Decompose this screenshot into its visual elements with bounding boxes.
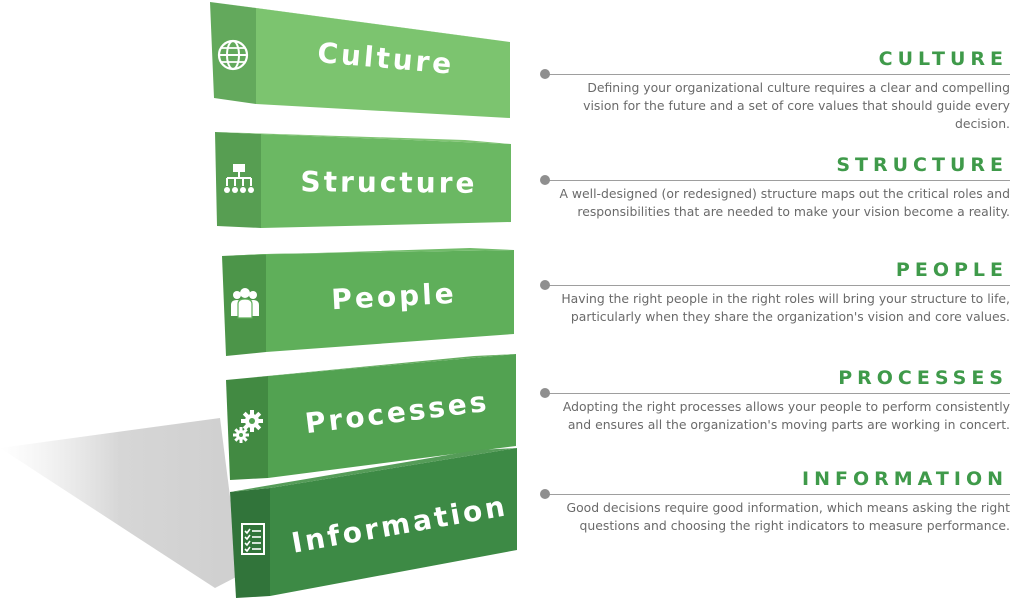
divider <box>548 285 1010 286</box>
divider <box>548 180 1010 181</box>
bullet-dot <box>540 489 550 499</box>
description-heading: STRUCTURE <box>836 154 1008 176</box>
description-heading: INFORMATION <box>802 468 1008 490</box>
description-text: Defining your organizational culture req… <box>583 80 1010 131</box>
description-heading: PROCESSES <box>838 367 1008 389</box>
block-label: People <box>330 276 458 316</box>
block-people: People <box>222 248 514 356</box>
description-culture: CULTURE Defining your organizational cul… <box>540 48 1010 131</box>
globe-icon <box>217 39 249 71</box>
block-structure: Structure <box>215 130 511 234</box>
description-people: PEOPLE Having the right people in the ri… <box>540 259 1010 339</box>
divider <box>548 74 1010 75</box>
divider <box>548 494 1010 495</box>
people-icon <box>231 288 259 319</box>
block-culture: Culture <box>210 2 510 118</box>
bullet-dot <box>540 388 550 398</box>
description-processes: PROCESSES Adopting the right processes a… <box>540 367 1010 447</box>
description-text: A well-designed (or redesigned) structur… <box>559 186 1010 219</box>
block-prism <box>230 448 517 598</box>
checklist-icon <box>241 523 265 555</box>
divider <box>548 393 1010 394</box>
bullet-dot <box>540 280 550 290</box>
block-processes: Processes <box>226 352 516 480</box>
description-information: INFORMATION Good decisions require good … <box>540 468 1010 548</box>
gears-icon <box>233 410 263 443</box>
block-prism <box>215 132 511 228</box>
block-label: Structure <box>300 164 478 200</box>
org-chart-icon <box>224 164 254 193</box>
bullet-dot <box>540 175 550 185</box>
description-heading: PEOPLE <box>895 259 1008 281</box>
block-prism <box>226 354 516 480</box>
block-information: Information <box>230 446 517 598</box>
description-text: Having the right people in the right rol… <box>561 291 1010 324</box>
block-prism <box>210 2 510 118</box>
description-text: Good decisions require good information,… <box>566 500 1010 533</box>
description-structure: STRUCTURE A well-designed (or redesigned… <box>540 154 1010 234</box>
description-text: Adopting the right processes allows your… <box>562 399 1010 432</box>
description-heading: CULTURE <box>878 48 1008 70</box>
bullet-dot <box>540 69 550 79</box>
